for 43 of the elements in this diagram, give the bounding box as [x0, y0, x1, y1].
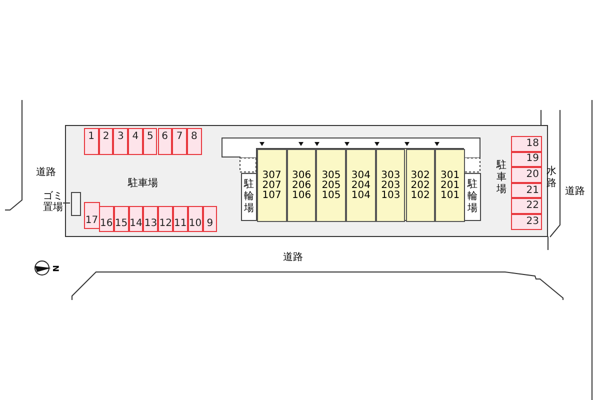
area-label: 道路: [36, 166, 56, 179]
parking-space: 18: [511, 136, 542, 152]
site-area: [65, 125, 548, 237]
bicycle-parking: 駐輪場: [464, 173, 481, 221]
bicycle-parking: 駐輪場: [241, 173, 257, 221]
parking-space: 7: [172, 128, 187, 155]
parking-space: 9: [202, 206, 218, 232]
parking-space: 3: [113, 128, 128, 155]
parking-space: 10: [188, 206, 203, 232]
parking-space: 6: [158, 128, 172, 155]
apartment-unit: 303 203 103: [376, 149, 406, 222]
area-label: 駐車場: [496, 160, 507, 196]
apartment-unit: 305 205 105: [316, 149, 346, 222]
parking-space: 22: [511, 198, 542, 214]
apartment-unit: 302 202 102: [406, 149, 436, 222]
parking-space: 15: [114, 206, 129, 232]
apartment-unit: 301 201 101: [435, 149, 465, 222]
parking-space: 2: [98, 128, 114, 155]
north-label: N: [50, 265, 60, 272]
parking-space: 16: [99, 206, 114, 232]
area-label: 駐車場: [128, 176, 158, 190]
apartment-unit: 307 207 107: [257, 149, 287, 222]
area-label: 道路: [565, 185, 585, 198]
parking-space: 19: [511, 152, 542, 168]
garbage-box: [71, 192, 81, 216]
parking-space: 11: [173, 206, 188, 232]
parking-space: 17: [84, 202, 100, 229]
parking-space: 13: [143, 206, 158, 232]
parking-space: 20: [511, 167, 542, 183]
parking-space: 4: [128, 128, 143, 155]
parking-space: 1: [84, 128, 99, 155]
parking-space: 14: [128, 206, 144, 232]
apartment-unit: 304 204 104: [346, 149, 376, 222]
area-label: 道路: [283, 251, 303, 264]
leader-line: [62, 202, 70, 204]
parking-space: 5: [142, 128, 158, 155]
apartment-unit: 306 206 106: [286, 149, 316, 222]
parking-space: 21: [511, 182, 542, 198]
apartment-building: [256, 148, 464, 221]
parking-space: 23: [511, 214, 542, 230]
parking-space: 12: [158, 206, 173, 232]
garbage-area-label: ゴミ置場: [41, 191, 63, 215]
parking-space: 8: [186, 128, 202, 155]
